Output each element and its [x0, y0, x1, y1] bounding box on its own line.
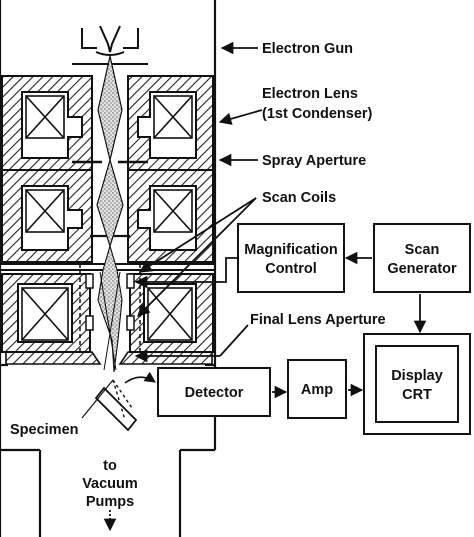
box-label-scan: Scan: [405, 242, 440, 258]
label-electron-lens: Electron Lens: [262, 86, 358, 102]
label-specimen: Specimen: [10, 422, 79, 438]
label-vacuum: Vacuum: [82, 476, 138, 492]
label-scan-coils: Scan Coils: [262, 190, 336, 206]
label-final-lens-aperture: Final Lens Aperture: [250, 312, 386, 328]
label-to: to: [103, 458, 117, 474]
diagram-labels: Electron Gun Electron Lens (1st Condense…: [10, 41, 457, 510]
label-pumps: Pumps: [86, 494, 134, 510]
amp-box: [287, 359, 347, 419]
specimen-stage: [81, 371, 156, 432]
signal-connections: [134, 251, 427, 399]
label-first-condenser: (1st Condenser): [262, 106, 373, 122]
scan-generator-box: [373, 223, 471, 293]
magnification-control-box: [237, 223, 345, 293]
box-label-crt: CRT: [402, 387, 432, 403]
box-label-detector: Detector: [185, 385, 244, 401]
first-condenser-lens: [1, 75, 214, 171]
electron-beam: [96, 55, 124, 373]
control-boxes: [157, 223, 471, 435]
detector-box: [157, 367, 271, 417]
box-label-display: Display: [391, 368, 443, 384]
box-label-magnification: Magnification: [244, 242, 337, 258]
label-electron-gun: Electron Gun: [262, 41, 353, 57]
label-spray-aperture: Spray Aperture: [262, 153, 366, 169]
box-label-generator: Generator: [387, 261, 457, 277]
label-leaders: [103, 41, 263, 532]
box-label-amp: Amp: [301, 382, 333, 398]
box-label-control: Control: [265, 261, 317, 277]
display-crt-inner-box: [375, 345, 459, 423]
